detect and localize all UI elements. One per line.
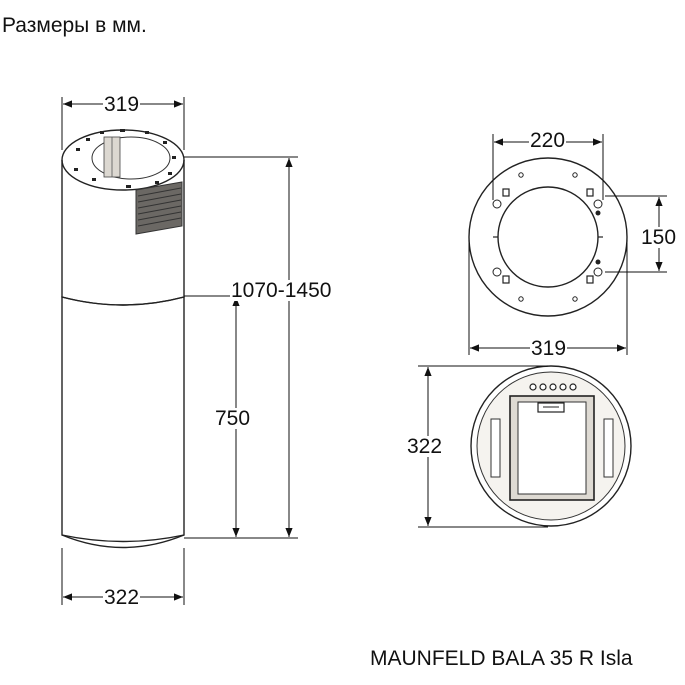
control-button — [529, 383, 537, 391]
lower-cylinder — [61, 296, 185, 543]
mount-width-label: 220 — [529, 129, 567, 152]
top-view — [468, 134, 667, 355]
control-button — [539, 383, 547, 391]
outer-diameter-label: 319 — [530, 337, 568, 360]
control-button — [559, 383, 567, 391]
mounting-holes — [74, 129, 176, 188]
control-buttons — [529, 383, 577, 391]
light-strip-left — [490, 418, 501, 478]
top-width-label: 319 — [103, 93, 141, 116]
outer-ring — [468, 157, 628, 317]
bottom-width-label: 322 — [103, 586, 141, 609]
light-strip-right — [603, 418, 614, 478]
lower-height-label: 750 — [214, 407, 252, 430]
bottom-view — [418, 365, 632, 528]
total-height-label: 1070-1450 — [230, 279, 333, 302]
control-button — [549, 383, 557, 391]
page-title: Размеры в мм. — [2, 14, 147, 37]
inner-opening — [497, 186, 599, 288]
bottom-depth-label: 322 — [406, 435, 444, 458]
side-view — [61, 97, 298, 605]
mount-height-label: 150 — [640, 226, 678, 249]
vent-grille — [135, 181, 183, 235]
control-button — [569, 383, 577, 391]
mounting-holes — [492, 172, 603, 302]
model-caption: MAUNFELD BALA 35 R Isla — [370, 647, 633, 670]
outer-body — [470, 365, 632, 527]
